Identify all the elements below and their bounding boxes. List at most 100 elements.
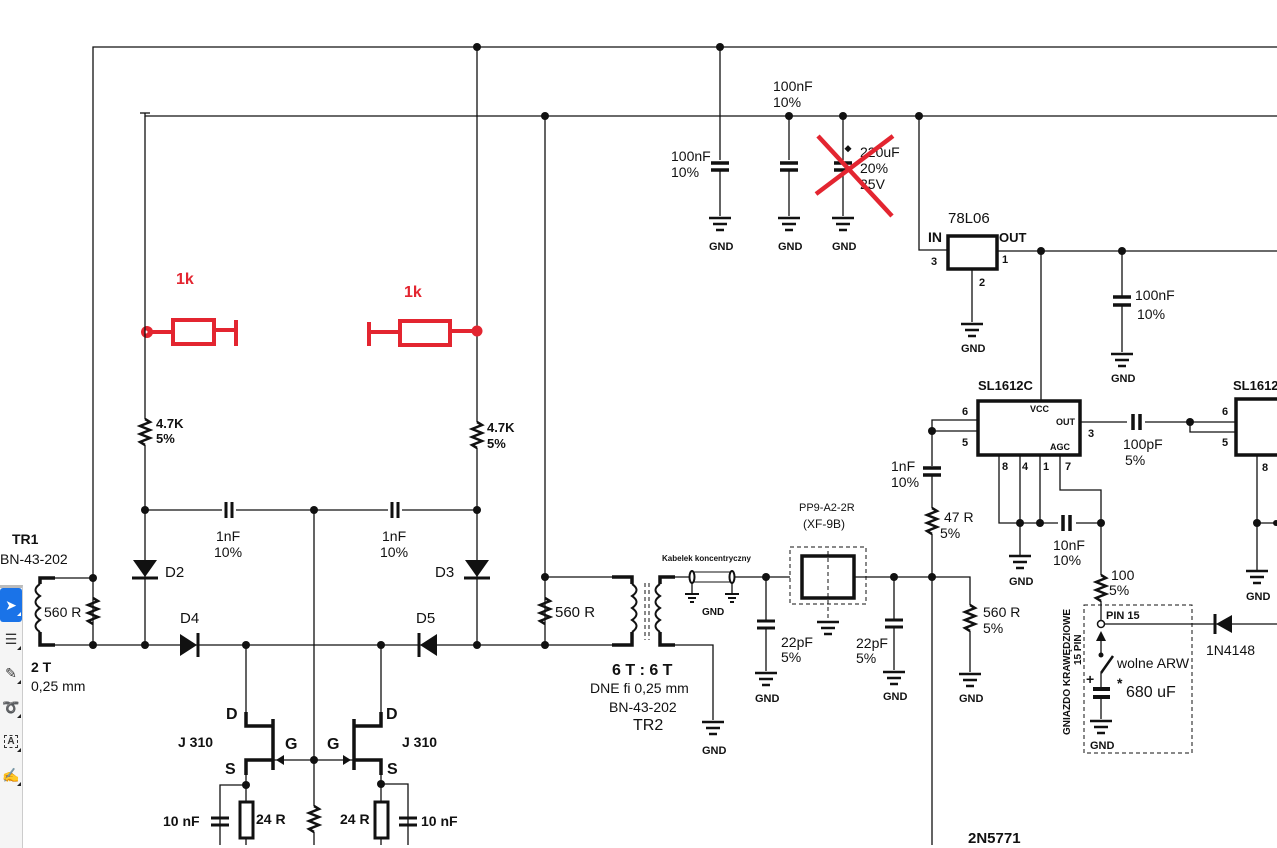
tool-select[interactable]: ➤	[0, 588, 22, 622]
filter-alt-label: (XF-9B)	[803, 517, 845, 531]
jfet-left: D G S J 310 10 nF 24 R	[163, 645, 381, 845]
regulator-out-label: OUT	[999, 230, 1027, 245]
wire-label: 0,25 mm	[31, 678, 85, 694]
tool-freehand[interactable]: ➰	[0, 690, 22, 724]
resistor-value: 560 R	[983, 604, 1020, 620]
cap-value: 1nF	[216, 528, 240, 544]
resistor-value: 560 R	[44, 604, 81, 620]
connector-label: GNIAZDO KRAWĘDZIOWE	[1062, 609, 1073, 735]
resistor-4k7-left: 4.7K 5%	[136, 116, 184, 645]
resistor-value: 4.7K	[156, 416, 184, 431]
gnd-label: GND	[755, 693, 780, 705]
resistor-tolerance: 5%	[983, 620, 1003, 636]
regulator-in-label: IN	[928, 229, 942, 245]
annotation-tool-palette: ➤ ☰ ✎ ➰ A ✍	[0, 585, 23, 848]
gnd-label: GND	[702, 607, 724, 618]
tool-comment[interactable]: ☰	[0, 622, 22, 656]
edge-connector: PIN 15 wolne ARW + * 680 uF GND GNIAZDO …	[1062, 604, 1277, 754]
diode-label: 1N4148	[1206, 642, 1255, 658]
resistor-value: 100	[1111, 567, 1135, 583]
source-label: S	[387, 761, 398, 778]
pin-number: 1	[1043, 461, 1049, 473]
capacitor-1nf-b: 1nF 10%	[891, 431, 941, 845]
diode-d5: D5	[416, 610, 437, 657]
ic-label: SL1612C	[978, 378, 1034, 393]
polarity-plus: +	[1086, 671, 1094, 687]
switch-label: wolne ARW	[1116, 655, 1190, 671]
cap-value: 10 nF	[163, 813, 200, 829]
gnd-symbol	[817, 620, 839, 636]
gnd-label: GND	[1246, 591, 1271, 603]
capacitor-220uf-crossed: GND 220uF 20% 25V	[814, 134, 900, 253]
diode-d2: D2	[132, 560, 184, 581]
pin-number: 6	[962, 406, 968, 418]
gnd-label: GND	[959, 693, 984, 705]
cap-value: 100nF	[671, 148, 711, 164]
cap-tolerance: 10%	[773, 94, 801, 110]
diode-1n4148: 1N4148	[1206, 614, 1255, 658]
gnd-symbol	[778, 216, 800, 232]
gnd-label: GND	[709, 241, 734, 253]
drain-label: D	[386, 706, 398, 723]
resistor-tolerance: 5%	[1109, 582, 1129, 598]
pin-number: 8	[1262, 462, 1268, 474]
cap-tolerance: 10%	[1053, 552, 1081, 568]
resistor-tolerance: 5%	[940, 525, 960, 541]
tool-sign[interactable]: ✍	[0, 758, 22, 792]
diode-d3: D3	[435, 560, 490, 581]
diode-label: D2	[165, 564, 184, 581]
filter-label: PP9-A2-2R	[799, 502, 855, 514]
annotation-label: 1k	[404, 284, 422, 301]
gnd-symbol	[1111, 352, 1133, 368]
gate-label: G	[327, 736, 339, 753]
capacitor-1nf-left: 1nF 10%	[214, 502, 242, 560]
resistor-value: 24 R	[256, 811, 286, 827]
gnd-symbol	[1090, 719, 1112, 735]
cap-tolerance: 5%	[781, 649, 801, 665]
tool-highlight[interactable]: ✎	[0, 656, 22, 690]
jfet-label: J 310	[402, 734, 437, 750]
cap-tolerance: 10%	[1137, 306, 1165, 322]
annotation-label: 1k	[176, 271, 194, 288]
transistor-label: 2N5771	[968, 830, 1021, 845]
resistor-100: 100 5%	[1092, 567, 1135, 622]
pin-number: 6	[1222, 406, 1228, 418]
cap-tolerance: 5%	[1125, 452, 1145, 468]
transformer-label: TR2	[633, 717, 663, 734]
cap-row: 1nF 10% 1nF 10%	[141, 502, 481, 845]
capacitor-100nf-b: GND 100nF 10%	[773, 78, 813, 253]
gnd-symbol	[702, 720, 724, 736]
cap-tolerance: 10%	[380, 544, 408, 560]
transformer-tr1: TR1 BN-43-202 560 R 2 T 0,25 mm	[0, 531, 545, 694]
cap-tolerance: 10%	[891, 474, 919, 490]
gnd-symbol	[961, 322, 983, 338]
cap-value: 100nF	[773, 78, 813, 94]
turns-label: 2 T	[31, 659, 52, 675]
capacitor-22pf-left: GND 22pF 5%	[755, 577, 813, 705]
gnd-label: GND	[883, 691, 908, 703]
source-label: S	[225, 761, 236, 778]
diode-d4: D4	[180, 610, 200, 657]
cap-tolerance: 20%	[860, 160, 888, 176]
core-label: BN-43-202	[609, 699, 677, 715]
pencil-icon: ✎	[5, 664, 17, 681]
cap-tolerance: 5%	[856, 650, 876, 666]
resistor-tolerance: 5%	[156, 431, 175, 446]
diode-label: D4	[180, 610, 199, 627]
resistor-value: 24 R	[340, 811, 370, 827]
gate-label: G	[285, 736, 297, 753]
tool-text-box[interactable]: A	[0, 724, 22, 758]
cap-value: 100nF	[1135, 287, 1175, 303]
cap-value: 22pF	[781, 634, 813, 650]
capacitor-100pf: 100pF 5%	[1080, 413, 1235, 468]
comment-bubble-icon: ☰	[4, 630, 18, 647]
resistor-center	[305, 804, 323, 834]
pin-label: PIN 15	[1106, 610, 1140, 622]
resistor-560r-out: GND 560 R 5%	[928, 573, 1020, 705]
pin-number: 5	[962, 437, 968, 449]
power-rails	[92, 43, 1277, 645]
resistor-value: 47 R	[944, 509, 974, 525]
pin-number: 4	[1022, 461, 1029, 473]
pin-number: 5	[1222, 437, 1228, 449]
